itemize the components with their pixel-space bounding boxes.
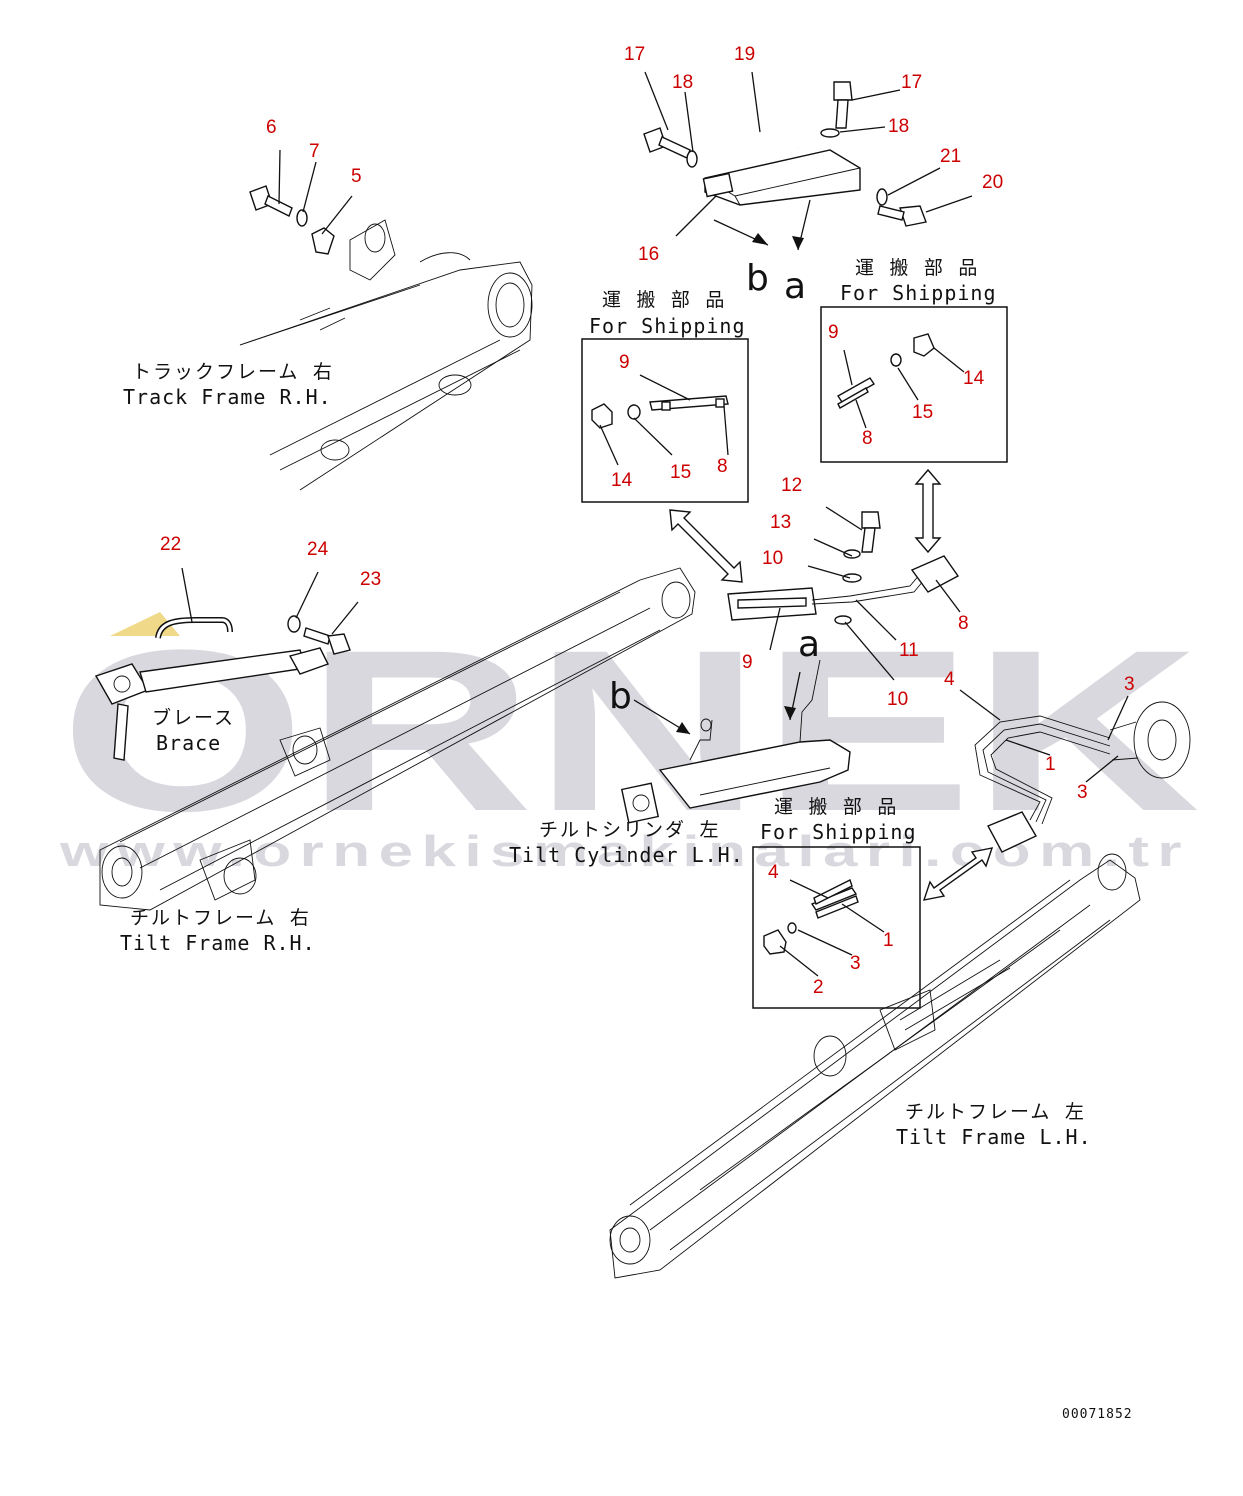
callout-8: 8 xyxy=(958,613,969,634)
callout-8: 8 xyxy=(862,428,873,449)
callout-2: 2 xyxy=(813,977,824,998)
callout-13: 13 xyxy=(770,512,791,533)
callout-16: 16 xyxy=(638,244,659,265)
transfer-arrows xyxy=(669,468,994,901)
shipping-box-left xyxy=(581,338,749,503)
callout-9: 9 xyxy=(828,322,839,343)
shipping-label-en: For Shipping xyxy=(760,820,917,844)
callout-3: 3 xyxy=(850,953,861,974)
track-frame-label-en: Track Frame R.H. xyxy=(123,385,332,409)
shipping-label-jp: 運 搬 部 品 xyxy=(855,257,979,279)
callout-18: 18 xyxy=(672,72,693,93)
hose-right xyxy=(959,689,1191,853)
tilt-frame-rh xyxy=(94,567,696,911)
callout-3: 3 xyxy=(1124,674,1135,695)
tilt-frame-lh-label-en: Tilt Frame L.H. xyxy=(896,1125,1092,1149)
shipping-label-jp: 運 搬 部 品 xyxy=(602,289,726,311)
callout-4: 4 xyxy=(944,669,955,690)
callout-24: 24 xyxy=(307,539,329,560)
callout-9: 9 xyxy=(619,352,630,373)
callout-17: 17 xyxy=(901,72,922,93)
guard-assembly xyxy=(643,71,973,251)
callout-1: 1 xyxy=(883,930,894,951)
callout-8: 8 xyxy=(717,456,728,477)
callout-14: 14 xyxy=(611,470,633,491)
shipping-label-jp: 運 搬 部 品 xyxy=(774,796,898,818)
callout-12: 12 xyxy=(781,475,802,496)
tilt-frame-lh-label-jp: チルトフレーム 左 xyxy=(905,1101,1086,1123)
callout-14: 14 xyxy=(963,368,985,389)
callout-19: 19 xyxy=(734,44,755,65)
callout-18: 18 xyxy=(888,116,909,137)
labels: 運 搬 部 品 For Shipping 運 搬 部 品 For Shippin… xyxy=(120,257,1133,1422)
callout-4: 4 xyxy=(768,862,779,883)
tilt-cylinder-lh xyxy=(620,659,851,824)
tilt-frame-rh-label-en: Tilt Frame R.H. xyxy=(120,931,316,955)
brace-label-jp: ブレース xyxy=(152,706,235,729)
tilt-cylinder-label-en: Tilt Cylinder L.H. xyxy=(509,843,744,867)
drawing-number: 00071852 xyxy=(1062,1407,1133,1422)
track-frame-label-jp: トラックフレーム 右 xyxy=(132,361,334,383)
view-letters: b a a b xyxy=(609,258,820,717)
callout-6: 6 xyxy=(266,117,277,138)
view-letter-b: b xyxy=(746,258,769,299)
callout-3: 3 xyxy=(1077,782,1088,803)
shipping-label-en: For Shipping xyxy=(840,281,997,305)
view-letter-b: b xyxy=(609,676,632,717)
callouts: 17 18 19 17 18 21 20 16 6 7 5 9 14 15 8 … xyxy=(160,44,1135,998)
tilt-frame-lh xyxy=(609,853,1141,1279)
tilt-frame-rh-label-jp: チルトフレーム 右 xyxy=(130,907,311,929)
shipping-box-right xyxy=(820,306,1008,463)
callout-22: 22 xyxy=(160,534,181,555)
brace-label-en: Brace xyxy=(156,731,221,755)
hose-assembly xyxy=(727,506,961,721)
callout-10: 10 xyxy=(887,689,908,710)
view-letter-a: a xyxy=(798,624,820,665)
callout-11: 11 xyxy=(899,640,919,661)
callout-7: 7 xyxy=(309,141,320,162)
callout-20: 20 xyxy=(982,172,1003,193)
shipping-box-bottom xyxy=(752,846,921,1009)
track-frame-rh xyxy=(239,149,533,491)
callout-21: 21 xyxy=(940,146,961,167)
callout-17: 17 xyxy=(624,44,645,65)
callout-9: 9 xyxy=(742,652,753,673)
shipping-label-en: For Shipping xyxy=(589,314,746,338)
callout-23: 23 xyxy=(360,569,381,590)
callout-15: 15 xyxy=(912,402,933,423)
callout-5: 5 xyxy=(351,166,362,187)
callout-10: 10 xyxy=(762,548,783,569)
view-letter-a: a xyxy=(784,266,806,307)
callout-15: 15 xyxy=(670,462,691,483)
tilt-cylinder-label-jp: チルトシリンダ 左 xyxy=(539,819,720,841)
callout-1: 1 xyxy=(1045,754,1056,775)
